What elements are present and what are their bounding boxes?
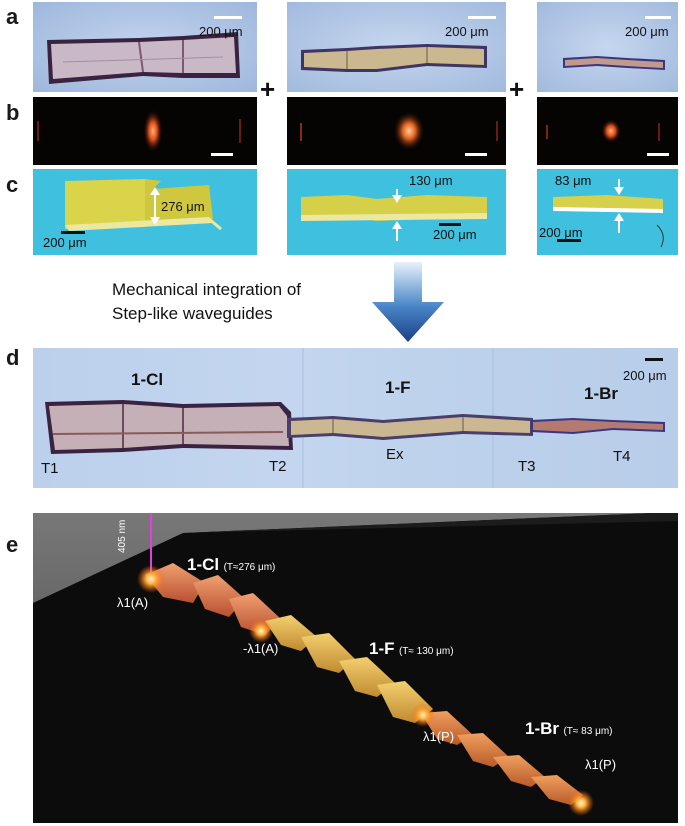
terminal-label-t1: T1 [41, 460, 59, 477]
scalebar-d [645, 358, 663, 361]
scalebar-c1 [61, 231, 85, 234]
crystal-label-d-br: 1-Br [584, 384, 619, 403]
panel-label-c: c [6, 172, 19, 197]
scalebar-b1 [211, 153, 233, 156]
plus-sign-1: + [260, 74, 276, 104]
pl-image-b3 [537, 97, 678, 165]
crystal-label-e-f-thickness: (T≈ 130 μm) [398, 646, 454, 657]
crystal-label-d-f: 1-F [385, 378, 411, 397]
integration-caption-line2: Step-like waveguides [112, 304, 273, 323]
integration-caption: Mechanical integration of Step-like wave… [112, 278, 301, 326]
pl-image-b1 [33, 97, 257, 165]
crystal-a1-image [47, 32, 240, 84]
crystal-label-e-cl-thickness: (T≈276 μm) [223, 562, 276, 573]
terminal-label-t3: T3 [518, 458, 536, 475]
crystal-label-e-f-name: 1-F [369, 639, 395, 658]
down-arrow-icon [372, 262, 444, 342]
pl-emission-b3 [546, 119, 660, 143]
waveguide-rendering: 405 nm 1-Cl (T≈276 μm) 1-F (T≈ 130 μm) 1… [33, 513, 678, 823]
micrograph-a1: 200 μm [33, 2, 257, 92]
crystal-c1-image [65, 179, 222, 231]
laser-wavelength-label: 405 nm [117, 519, 128, 553]
scale-label-a1: 200 μm [199, 24, 243, 39]
crystal-label-e-br-thickness: (T≈ 83 μm) [563, 726, 613, 737]
pl-emission-b1 [37, 109, 241, 153]
micrograph-a2: 200 μm [287, 2, 506, 92]
micrograph-c3: 83 μm 200 μm [537, 169, 678, 255]
scale-label-c1: 200 μm [43, 235, 87, 250]
micrograph-a3: 200 μm [537, 2, 678, 92]
panel-label-d: d [6, 345, 20, 370]
crystal-label-e-br-name: 1-Br [525, 719, 560, 738]
emission-label-3: λ1(P) [423, 729, 455, 744]
scalebar-c3 [557, 239, 581, 242]
terminal-label-t4: T4 [613, 448, 631, 465]
plus-sign-2: + [509, 74, 525, 104]
scalebar-a3 [645, 16, 671, 19]
crystal-label-e-br: 1-Br (T≈ 83 μm) [525, 719, 613, 739]
scale-label-a3: 200 μm [625, 24, 669, 39]
scale-label-c3: 200 μm [539, 225, 583, 240]
integrated-waveguide-micrograph: 1-Cl 1-F 1-Br 200 μm T1 T2 Ex T3 T4 [33, 348, 678, 488]
crystal-c2-image [301, 189, 487, 241]
panel-label-a: a [6, 4, 19, 29]
integrated-waveguide-image [45, 348, 665, 488]
thickness-label-c2: 130 μm [409, 173, 453, 188]
crystal-a2-image [301, 44, 487, 72]
micrograph-c1: 276 μm 200 μm [33, 169, 257, 255]
scale-label-a2: 200 μm [445, 24, 489, 39]
scalebar-a2 [468, 16, 496, 19]
thickness-label-c3: 83 μm [555, 173, 592, 188]
crystal-a3-image [563, 56, 665, 70]
emission-label-4: λ1(P) [585, 757, 617, 772]
panel-label-b: b [6, 100, 20, 125]
crystal-label-e-cl-name: 1-Cl [187, 555, 220, 574]
scalebar-a1 [214, 16, 242, 19]
pl-image-b2 [287, 97, 506, 165]
micrograph-c2: 130 μm 200 μm [287, 169, 506, 255]
emission-label-1: λ1(A) [117, 595, 149, 610]
scalebar-b2 [465, 153, 487, 156]
integration-caption-line1: Mechanical integration of [112, 280, 302, 299]
scalebar-b3 [647, 153, 669, 156]
crystal-label-d-cl: 1-Cl [131, 370, 164, 389]
crystal-label-e-f: 1-F (T≈ 130 μm) [369, 639, 454, 659]
waveguide-rendering-image [33, 513, 678, 823]
terminal-label-ex: Ex [386, 446, 404, 463]
scale-label-d: 200 μm [623, 368, 667, 383]
crystal-label-e-cl: 1-Cl (T≈276 μm) [187, 555, 275, 575]
scalebar-c2 [439, 223, 461, 226]
crystal-c3-image [553, 179, 664, 248]
emission-label-2: -λ1(A) [243, 641, 279, 656]
thickness-label-c1: 276 μm [161, 199, 205, 214]
terminal-label-t2: T2 [269, 458, 287, 475]
panel-label-e: e [6, 532, 19, 557]
pl-emission-b2 [300, 111, 498, 151]
scale-label-c2: 200 μm [433, 227, 477, 242]
